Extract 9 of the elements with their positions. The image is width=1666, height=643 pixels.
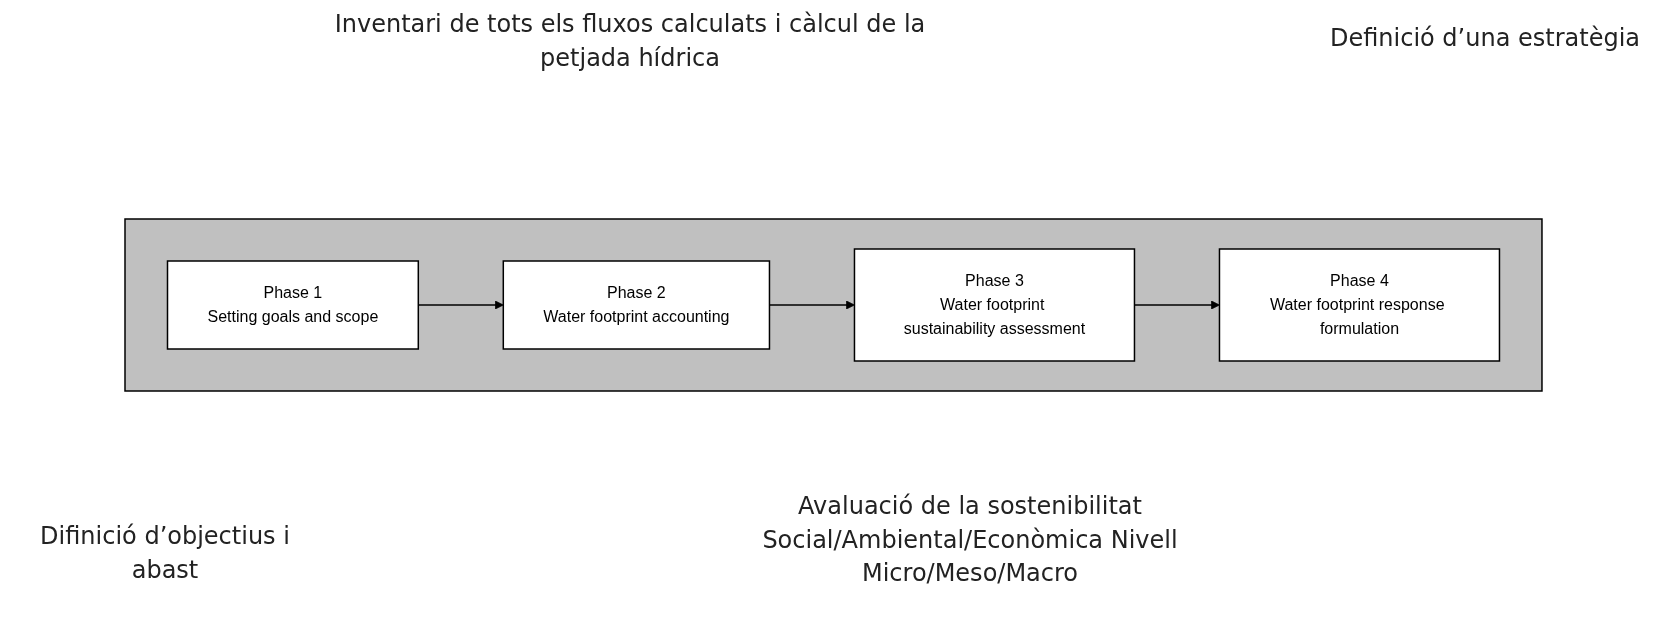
- node-box: Phase 1 Setting goals and scope: [166, 260, 419, 350]
- node-box: Phase 3 Water footprint sustainability assessment: [853, 248, 1135, 362]
- annotation-text: Avaluació de la sostenibilitat Social/Ambiental/Econòmica Nivell Micro/Meso/Macro: [761, 491, 1179, 590]
- cluster: [123, 218, 1543, 392]
- annotation-text: Definició d’una estratègia: [1328, 23, 1642, 54]
- node-box: Phase 4 Water footprint response formulation: [1218, 248, 1500, 362]
- annotation-text: Difinició d’objectius i abast: [39, 521, 291, 586]
- node-box: Phase 2 Water footprint accounting: [502, 260, 770, 350]
- annotation-text: Inventari de tots els fluxos calculats i càlcul de la petjada hídrica: [333, 9, 927, 74]
